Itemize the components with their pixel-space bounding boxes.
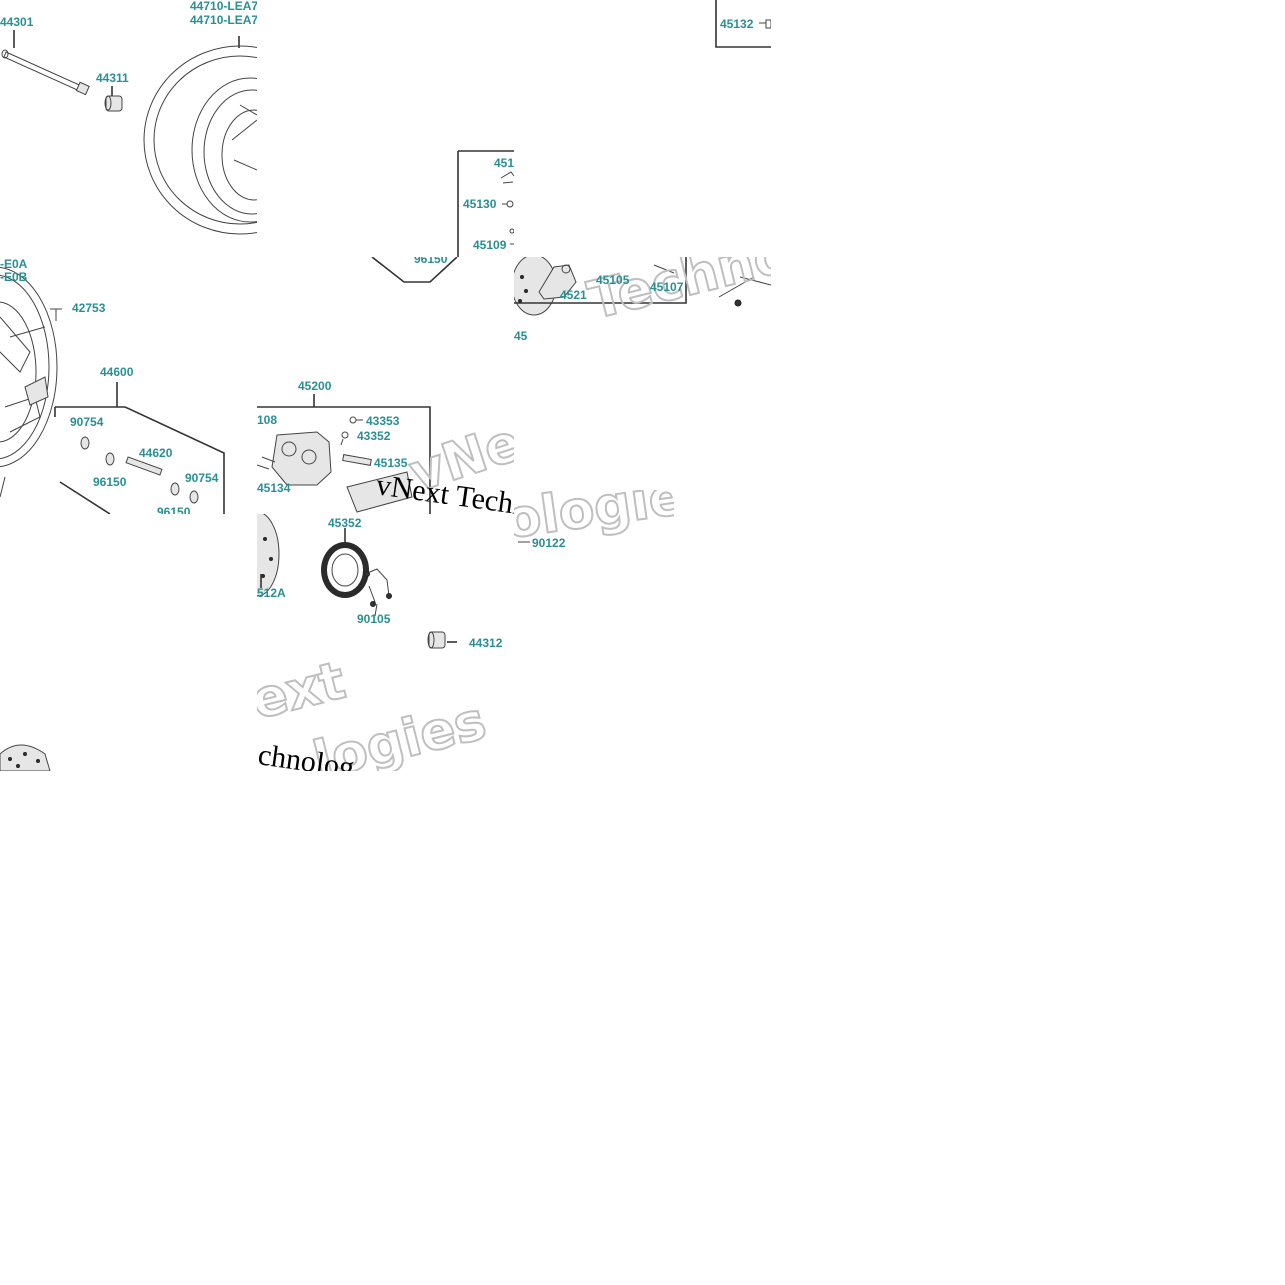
part-label-45: 45 bbox=[514, 329, 528, 343]
watermark-tail-drawing: ologies 90122 bbox=[514, 490, 674, 550]
part-label-45105: 45105 bbox=[596, 273, 630, 287]
part-label-e0a: -E0A bbox=[0, 257, 28, 271]
part-label-e0b: -E0B bbox=[0, 270, 28, 284]
part-label-90105: 90105 bbox=[357, 612, 391, 626]
part-label-43353: 43353 bbox=[366, 414, 400, 428]
brake-pads bbox=[346, 471, 413, 513]
caliper-drawing: vNe vNext Technologies 96150 45200 108 4… bbox=[257, 257, 514, 514]
wheel-rim bbox=[0, 266, 58, 468]
bracket-box-drawing: 451 45130 45109 bbox=[457, 150, 514, 257]
part-label-45132: 45132 bbox=[720, 17, 754, 31]
caliper-bracket bbox=[538, 264, 577, 300]
part-label-44710a: 44710-LEA7 bbox=[190, 0, 257, 13]
brake-disc-left bbox=[257, 514, 280, 597]
part-label-44620: 44620 bbox=[139, 446, 173, 460]
part-label-45130: 45130 bbox=[463, 197, 497, 211]
brake-caliper bbox=[257, 431, 332, 486]
part-label-45107: 45107 bbox=[650, 280, 684, 294]
part-label-96150-top: 96150 bbox=[414, 257, 448, 266]
part-label-4521: 4521 bbox=[560, 288, 587, 302]
part-label-44301: 44301 bbox=[0, 15, 34, 29]
part-label-44312: 44312 bbox=[469, 636, 503, 650]
part-label-45135: 45135 bbox=[374, 456, 408, 470]
diagram-tile-box-corner: 45132 bbox=[514, 0, 771, 257]
diagram-tile-wheel-hub: -E0A -E0B 42753 44600 90754 44620 96150 … bbox=[0, 257, 257, 514]
spacer-bushing bbox=[104, 95, 123, 112]
part-label-90754b: 90754 bbox=[185, 471, 219, 485]
diagram-tile-bracket-box: 451 45130 45109 bbox=[257, 0, 514, 257]
disc-bracket-drawing: Techno 45105 45107 4521 45 bbox=[514, 257, 771, 343]
part-label-45200: 45200 bbox=[298, 379, 332, 393]
sprocket-bolts bbox=[364, 568, 392, 617]
wheel-hub-drawing: -E0A -E0B 42753 44600 90754 44620 96150 … bbox=[0, 257, 225, 514]
part-label-45352: 45352 bbox=[328, 516, 362, 530]
part-label-45109: 45109 bbox=[473, 238, 507, 252]
watermark-outline-ext: ext bbox=[257, 651, 351, 732]
part-label-42753: 42753 bbox=[72, 301, 106, 315]
watermark-outline-techno: Techno bbox=[583, 257, 771, 332]
sprocket-ring bbox=[321, 542, 369, 598]
diagram-tile-caliper: vNe vNext Technologies 96150 45200 108 4… bbox=[257, 257, 514, 514]
diagram-tile-disc-fragment bbox=[0, 514, 257, 771]
bolts bbox=[653, 264, 771, 307]
hub-parts bbox=[0, 436, 199, 514]
part-label-43352: 43352 bbox=[357, 429, 391, 443]
diagram-tile-disc-bracket: Techno 45105 45107 4521 45 bbox=[514, 257, 771, 347]
valve-stem bbox=[50, 308, 62, 321]
part-label-451: 451 bbox=[494, 156, 514, 170]
rotor-drawing: ext logies chnolog 45352 512A 90105 4431… bbox=[257, 514, 503, 771]
part-label-90754a: 90754 bbox=[70, 415, 104, 429]
axle-tire-drawing: 44301 44710-LEA7 44710-LEA7 44311 bbox=[0, 0, 257, 235]
axle-shaft bbox=[1, 49, 90, 96]
part-label-96150a: 96150 bbox=[93, 475, 127, 489]
small-fasteners bbox=[340, 416, 372, 466]
part-label-90122: 90122 bbox=[532, 536, 566, 550]
part-label-512a: 512A bbox=[257, 586, 286, 600]
box-corner-drawing: 45132 bbox=[715, 0, 771, 48]
bushing-44312 bbox=[427, 631, 457, 649]
part-label-44311: 44311 bbox=[96, 71, 129, 85]
part-label-108: 108 bbox=[257, 413, 277, 427]
part-label-44600: 44600 bbox=[100, 365, 134, 379]
part-label-45134: 45134 bbox=[257, 481, 291, 495]
diagram-overlay-watermark-tail: ologies 90122 bbox=[514, 490, 674, 550]
part-label-96150b: 96150 bbox=[157, 505, 191, 514]
rear-tire bbox=[143, 45, 257, 235]
part-label-44710b: 44710-LEA7 bbox=[190, 13, 257, 27]
diagram-tile-axle-tire: 44301 44710-LEA7 44710-LEA7 44311 bbox=[0, 0, 257, 257]
disc-fragment-drawing bbox=[0, 744, 51, 771]
diagram-tile-rotor: ext logies chnolog 45352 512A 90105 4431… bbox=[257, 514, 514, 771]
front-disc-fragment bbox=[0, 744, 51, 771]
